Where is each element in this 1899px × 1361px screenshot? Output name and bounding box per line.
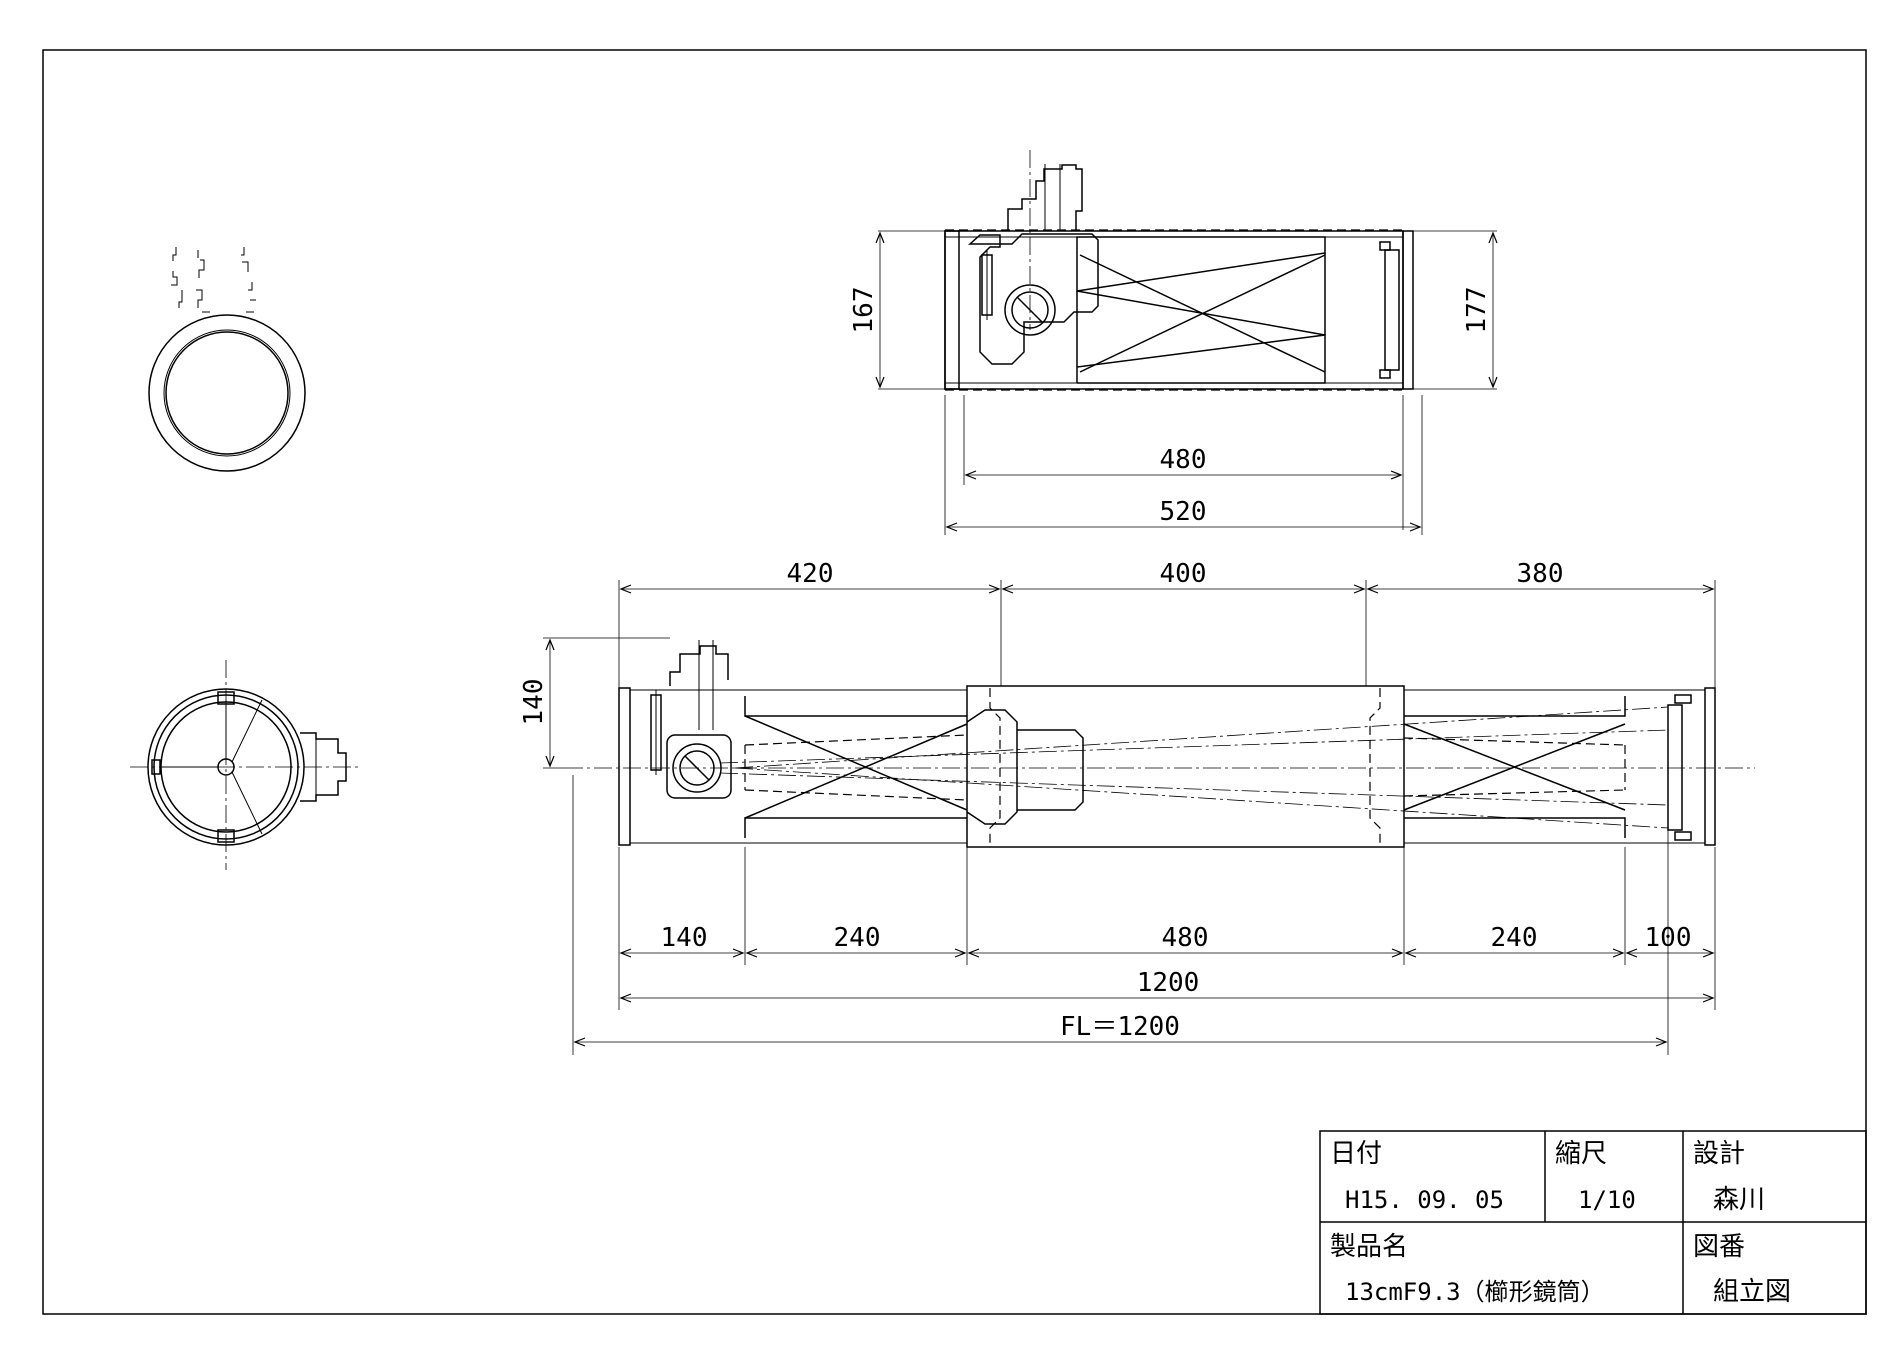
- dim-480-bottom: 480: [1162, 923, 1209, 953]
- front-end-view: [148, 247, 306, 472]
- top-view-dimensions: [875, 230, 1498, 535]
- rear-end-view: [130, 660, 360, 870]
- dim-177: 177: [1462, 287, 1492, 334]
- scale-label: 縮尺: [1555, 1139, 1607, 1169]
- product-label: 製品名: [1330, 1232, 1408, 1262]
- dim-140-side: 140: [519, 679, 549, 726]
- dim-420: 420: [787, 559, 834, 589]
- dim-167: 167: [849, 287, 879, 334]
- title-block: 日付 H15. 09. 05 縮尺 1/10 設計 森川 製品名 13cmF9.…: [1319, 1130, 1867, 1315]
- designer-label: 設計: [1693, 1139, 1745, 1169]
- drawing-no-label: 図番: [1693, 1232, 1745, 1262]
- designer-value: 森川: [1713, 1185, 1765, 1215]
- sheet-border: [42, 49, 1867, 1315]
- dim-240-right: 240: [1491, 923, 1538, 953]
- dim-focal-length: FL＝1200: [1060, 1012, 1180, 1042]
- dim-1200: 1200: [1137, 968, 1200, 998]
- scale-value: 1/10: [1578, 1186, 1636, 1214]
- dim-100: 100: [1645, 923, 1692, 953]
- dim-380: 380: [1517, 559, 1564, 589]
- date-value: H15. 09. 05: [1345, 1186, 1504, 1214]
- drawing-no-value: 組立図: [1713, 1277, 1791, 1307]
- side-view-dimensions: [543, 580, 1716, 1055]
- dim-400: 400: [1160, 559, 1207, 589]
- dimension-labels: 167 177 480 520 420 400 380 140 140 240 …: [519, 287, 1691, 1042]
- dim-240-left: 240: [834, 923, 881, 953]
- date-label: 日付: [1330, 1139, 1382, 1169]
- top-view: [944, 150, 1414, 391]
- side-view: [565, 640, 1755, 848]
- product-value: 13cmF9.3（櫛形鏡筒）: [1345, 1278, 1605, 1306]
- dim-140-bottom: 140: [661, 923, 708, 953]
- dim-480-top: 480: [1160, 445, 1207, 475]
- dim-520: 520: [1160, 497, 1207, 527]
